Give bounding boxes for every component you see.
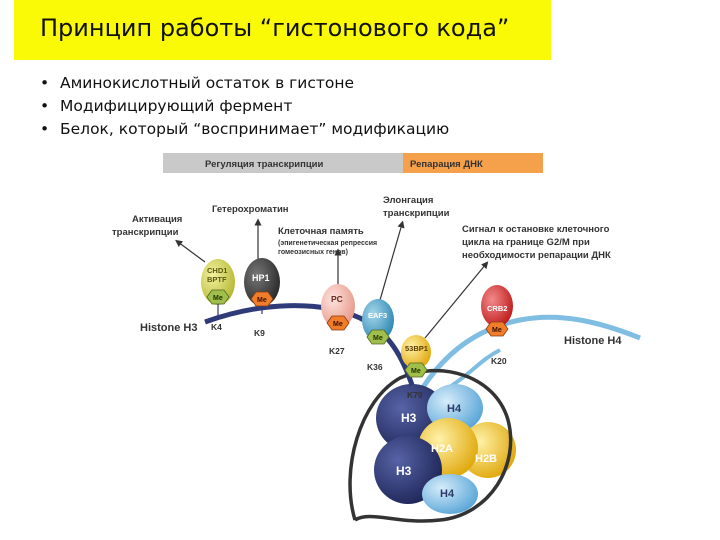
residue-k27: K27 xyxy=(329,346,345,356)
title-banner: Принцип работы “гистонового кода” xyxy=(14,0,551,60)
callout-elongation-line1: Элонгация xyxy=(383,195,433,206)
me-mark-k4-label: Me xyxy=(213,295,223,302)
bullet-item: •Белок, который “воспринимает” модификац… xyxy=(40,120,450,138)
residue-k9: K9 xyxy=(254,328,265,338)
bullet-item: •Аминокислотный остаток в гистоне xyxy=(40,74,355,92)
reader-53bp1 xyxy=(401,335,431,369)
callout-arrest-line1: Сигнал к остановке клеточного xyxy=(462,224,610,235)
page-title: Принцип работы “гистонового кода” xyxy=(40,14,510,42)
arrow-arrest xyxy=(424,261,489,339)
callout-memory-line2: (эпигенетическая репрессия xyxy=(278,240,377,247)
reader-hp1 xyxy=(244,258,280,306)
core-h2b-label: H2B xyxy=(475,453,497,465)
callout-memory-line3: гомеозисных генов) xyxy=(278,249,348,256)
me-mark-k20-label: Me xyxy=(492,327,502,334)
band-repair-label: Репарация ДНК xyxy=(410,159,483,170)
reader-pc xyxy=(321,284,355,328)
callout-elongation-line2: транскрипции xyxy=(383,208,450,219)
core-h4-bottom xyxy=(422,474,478,514)
h3-tail xyxy=(204,303,415,386)
band-transcription-label: Регуляция транскрипции xyxy=(205,159,324,170)
residue-k4: K4 xyxy=(211,322,222,332)
reader-bptf-label: BPTF xyxy=(207,275,227,284)
bullet-item: •Модифицирующий фермент xyxy=(40,97,293,115)
arrow-elongation xyxy=(379,220,405,301)
me-mark-k9 xyxy=(250,291,274,307)
reader-eaf3 xyxy=(362,299,394,341)
reader-eaf3-label: EAF3 xyxy=(368,311,387,320)
reader-hp1-label: HP1 xyxy=(252,273,270,283)
reader-chd1-label: CHD1 xyxy=(207,266,227,275)
h4-tail xyxy=(417,314,641,394)
callout-activation-line1: Активация xyxy=(132,214,182,225)
core-h4-top-label: H4 xyxy=(447,403,462,415)
callout-arrest-line2: цикла на границе G2/M при xyxy=(462,237,590,248)
arrow-activation xyxy=(175,239,206,263)
me-mark-k27-label: Me xyxy=(333,321,343,328)
h3-tail-label: Histone H3 xyxy=(140,322,197,334)
me-mark-k27 xyxy=(326,315,350,331)
dna-wrap xyxy=(348,368,513,523)
residue-k36: K36 xyxy=(367,362,383,372)
core-h4-bottom-label: H4 xyxy=(440,488,455,500)
callout-arrest-line3: необходимости репарации ДНК xyxy=(462,250,611,261)
callout-heterochromatin: Гетерохроматин xyxy=(212,204,289,215)
reader-53bp1-label: 53BP1 xyxy=(405,344,428,353)
bullet-text: Модифицирующий фермент xyxy=(60,97,293,115)
bullet-text: Белок, который “воспринимает” модификаци… xyxy=(60,120,450,138)
residue-k20: K20 xyxy=(491,356,507,366)
core-h2a-label: H2A xyxy=(431,443,453,455)
me-mark-k9-label: Me xyxy=(257,297,267,304)
me-mark-k79 xyxy=(404,362,428,378)
band-repair xyxy=(403,153,543,173)
reader-crb2 xyxy=(481,285,513,327)
me-mark-k79-label: Me xyxy=(411,368,421,375)
bullet-list: •Аминокислотный остаток в гистоне •Модиф… xyxy=(40,72,449,141)
me-mark-k36-label: Me xyxy=(373,335,383,342)
callout-activation-line2: транскрипции xyxy=(112,227,179,238)
reader-crb2-label: CRB2 xyxy=(487,304,507,313)
reader-pc-label: PC xyxy=(331,294,343,304)
bullet-text: Аминокислотный остаток в гистоне xyxy=(60,74,355,92)
me-mark-k4 xyxy=(206,289,230,305)
core-h3-top-label: H3 xyxy=(401,411,417,425)
core-h3-bottom-label: H3 xyxy=(396,464,412,478)
residue-k79: K79 xyxy=(407,390,423,400)
me-mark-k20 xyxy=(485,321,509,337)
band-transcription xyxy=(163,153,403,173)
me-mark-k36 xyxy=(366,329,390,345)
h4-tail-label: Histone H4 xyxy=(564,335,622,347)
callout-memory-line1: Клеточная память xyxy=(278,226,364,237)
